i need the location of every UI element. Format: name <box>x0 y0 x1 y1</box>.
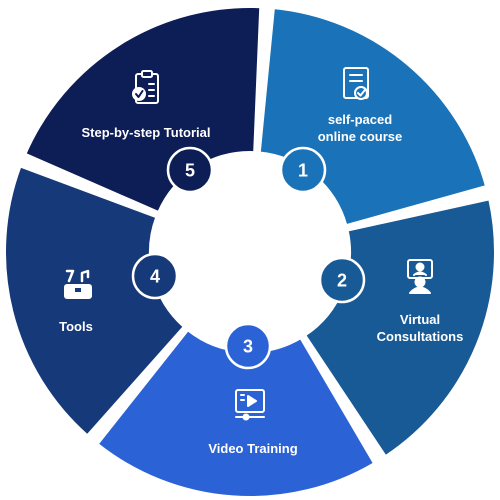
step-badge-1: 1 <box>279 146 327 194</box>
segment-3-label-line-1: Video Training <box>208 441 297 456</box>
step-badge-circle <box>131 252 179 300</box>
segment-2-label-line-1: Virtual <box>400 312 440 327</box>
video-call-monitor-icon <box>407 259 433 294</box>
segment-5-label-line-1: Step-by-step Tutorial <box>81 125 210 140</box>
segment-4-label-line-1: Tools <box>59 319 93 334</box>
clipboard-check-icon <box>132 70 159 104</box>
step-badge-circle <box>279 146 327 194</box>
step-badge-circle <box>318 256 366 304</box>
step-badge-2: 2 <box>318 256 366 304</box>
segment-2-label-line-2: Consultations <box>377 329 464 344</box>
toolbox-icon <box>64 269 92 299</box>
step-badge-3: 3 <box>224 322 272 370</box>
step-badge-circle <box>224 322 272 370</box>
step-badge-5: 5 <box>166 146 214 194</box>
step-number: 5 <box>185 161 195 181</box>
step-badge-4: 4 <box>131 252 179 300</box>
step-number: 2 <box>337 271 347 291</box>
certificate-document-icon <box>343 67 369 100</box>
segment-1-label-line-1: self-paced <box>328 112 392 127</box>
step-badge-circle <box>166 146 214 194</box>
video-player-icon <box>235 389 265 421</box>
segment-1-label-line-2: online course <box>318 129 403 144</box>
step-number: 4 <box>150 267 160 287</box>
step-number: 3 <box>243 337 253 357</box>
step-number: 1 <box>298 161 308 181</box>
